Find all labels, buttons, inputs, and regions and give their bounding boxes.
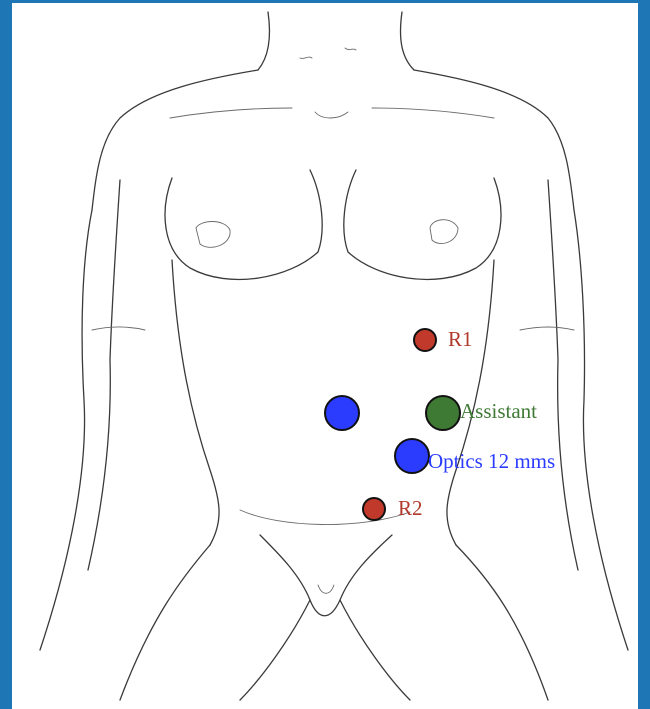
port-assistant-marker xyxy=(425,395,461,431)
port-left-marker xyxy=(324,395,360,431)
port-r1-marker xyxy=(413,328,437,352)
port-r1-label: R1 xyxy=(448,329,473,350)
port-r2-label: R2 xyxy=(398,498,423,519)
port-assistant-label: Assistant xyxy=(460,401,537,422)
port-optics-marker xyxy=(394,438,430,474)
port-r2-marker xyxy=(362,497,386,521)
port-optics-label: Optics 12 mms xyxy=(428,451,555,472)
